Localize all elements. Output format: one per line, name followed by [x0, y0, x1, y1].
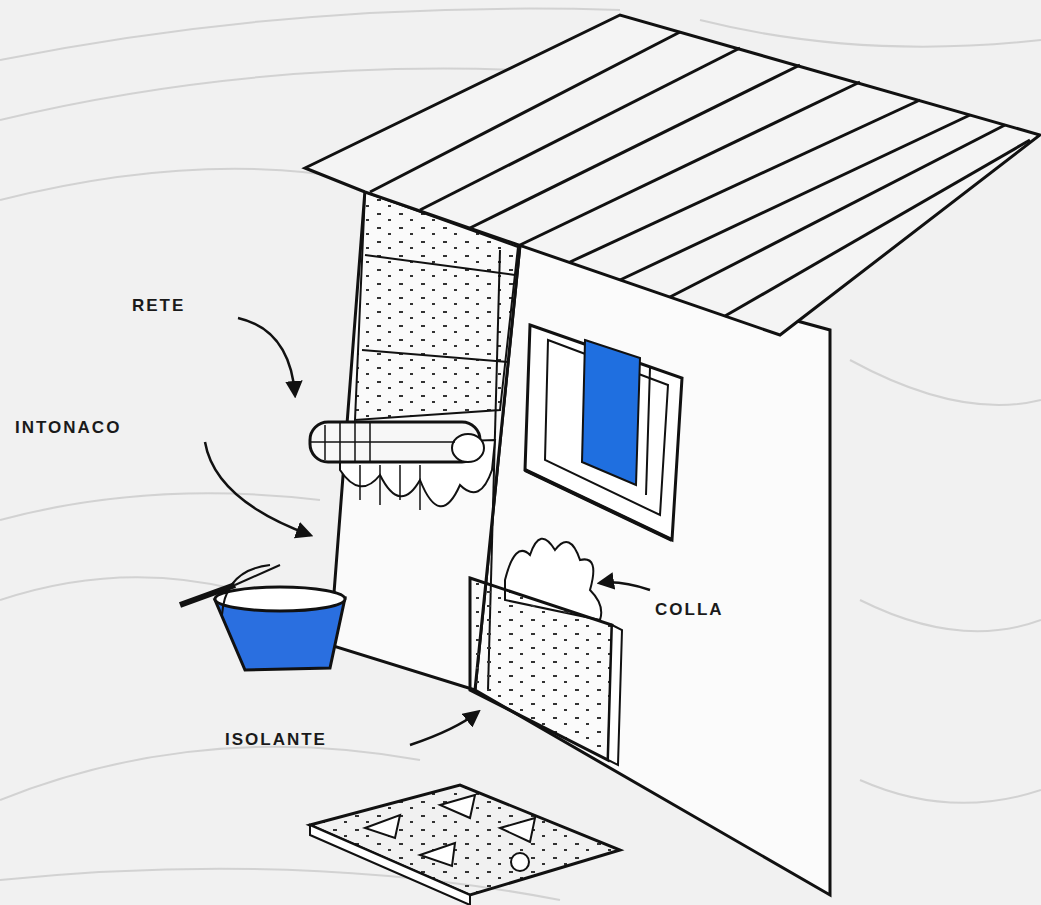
part-label: ISOLANTE [225, 730, 327, 750]
part-label: RETE [132, 296, 185, 316]
leader-line [205, 318, 650, 745]
mesh-roll [310, 422, 484, 510]
adhesive-panel [310, 785, 620, 905]
wall-face [475, 245, 830, 895]
insulation-panel [470, 578, 622, 765]
part-label: INTONACO [15, 418, 121, 438]
part-label: COLLA [655, 600, 724, 620]
background-texture [0, 9, 1041, 900]
bucket [180, 565, 345, 670]
roof [305, 15, 1040, 335]
window [525, 325, 682, 540]
